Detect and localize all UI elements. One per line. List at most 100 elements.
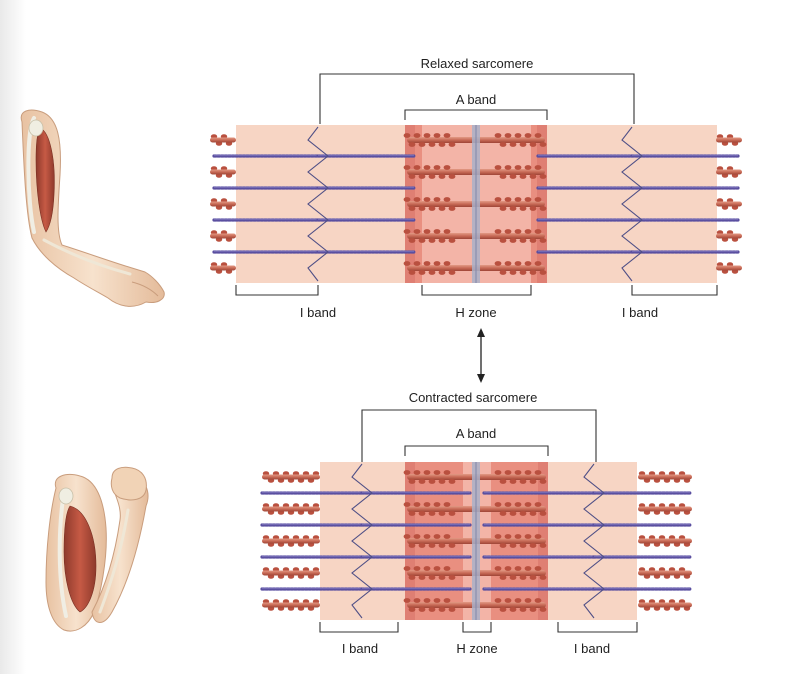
relaxed-i-band-left-label: I band [300, 305, 336, 320]
myosin-head [494, 502, 502, 507]
myosin-head [514, 261, 522, 266]
myosin-head [524, 165, 532, 170]
myosin-head [448, 479, 456, 484]
myosin-head [499, 270, 507, 275]
myosin-head [433, 261, 441, 266]
myosin-head [504, 165, 512, 170]
myosin-head [509, 270, 517, 275]
myosin-head [534, 566, 542, 571]
myosin-head [403, 165, 411, 170]
myosin-head [413, 197, 421, 202]
myosin-head [534, 502, 542, 507]
myosin-head [519, 270, 527, 275]
thick-filament [716, 169, 742, 175]
myosin-head [433, 502, 441, 507]
myosin-head [418, 270, 426, 275]
myosin-head [448, 511, 456, 516]
i-band-right-bracket [557, 622, 638, 633]
myosin-head [428, 511, 436, 516]
myosin-head [433, 197, 441, 202]
thick-filament [262, 538, 320, 544]
extended-arm-illustration [20, 109, 165, 307]
myosin-head [413, 534, 421, 539]
myosin-head [438, 270, 446, 275]
myosin-head [504, 598, 512, 603]
thick-filament [210, 265, 236, 271]
myosin-head [499, 511, 507, 516]
myosin-head [413, 229, 421, 234]
myosin-head [443, 598, 451, 603]
myosin-head [514, 229, 522, 234]
thick-filament [716, 137, 742, 143]
thick-filament [210, 233, 236, 239]
sarcomere-bracket [319, 73, 635, 124]
myosin-head [438, 206, 446, 211]
myosin-head [499, 142, 507, 147]
myosin-head [423, 566, 431, 571]
myosin-head [539, 206, 547, 211]
myosin-head [408, 174, 416, 179]
myosin-head [539, 238, 547, 243]
myosin-head [499, 238, 507, 243]
myosin-head [418, 575, 426, 580]
thick-filament [716, 265, 742, 271]
myosin-head [403, 229, 411, 234]
myosin-head [529, 511, 537, 516]
myosin-head [539, 511, 547, 516]
myosin-head [509, 575, 517, 580]
myosin-head [534, 229, 542, 234]
myosin-head [413, 261, 421, 266]
myosin-head [428, 206, 436, 211]
myosin-head [428, 543, 436, 548]
myosin-head [438, 174, 446, 179]
thick-filament [210, 137, 236, 143]
myosin-head [534, 133, 542, 138]
myosin-head [534, 598, 542, 603]
myosin-head [408, 575, 416, 580]
myosin-head [428, 174, 436, 179]
myosin-head [524, 133, 532, 138]
myosin-head [408, 270, 416, 275]
myosin-head [504, 470, 512, 475]
myosin-head [524, 229, 532, 234]
myosin-head [494, 165, 502, 170]
myosin-head [418, 174, 426, 179]
myosin-head [418, 511, 426, 516]
myosin-head [504, 566, 512, 571]
myosin-head [428, 142, 436, 147]
myosin-head [408, 238, 416, 243]
myosin-head [443, 534, 451, 539]
myosin-head [529, 575, 537, 580]
myosin-head [519, 607, 527, 612]
myosin-head [529, 479, 537, 484]
myosin-head [423, 165, 431, 170]
myosin-head [519, 174, 527, 179]
myosin-head [504, 133, 512, 138]
myosin-head [443, 261, 451, 266]
h-zone-bracket [462, 622, 492, 633]
myosin-head [509, 238, 517, 243]
myosin-head [524, 598, 532, 603]
myosin-head [443, 502, 451, 507]
myosin-head [413, 566, 421, 571]
thick-filament [638, 538, 692, 544]
myosin-head [443, 229, 451, 234]
contracted-sarcomere-title: Contracted sarcomere [409, 390, 538, 405]
myosin-head [433, 229, 441, 234]
myosin-head [428, 238, 436, 243]
myosin-head [504, 534, 512, 539]
myosin-head [438, 543, 446, 548]
myosin-head [494, 566, 502, 571]
myosin-head [504, 502, 512, 507]
myosin-head [499, 575, 507, 580]
myosin-head [418, 238, 426, 243]
relaxed-sarcomere-title: Relaxed sarcomere [421, 56, 534, 71]
thick-filament [262, 602, 320, 608]
z-line [583, 463, 605, 619]
myosin-head [509, 174, 517, 179]
myosin-head [509, 479, 517, 484]
myosin-head [539, 607, 547, 612]
z-line [307, 126, 329, 282]
myosin-head [403, 470, 411, 475]
